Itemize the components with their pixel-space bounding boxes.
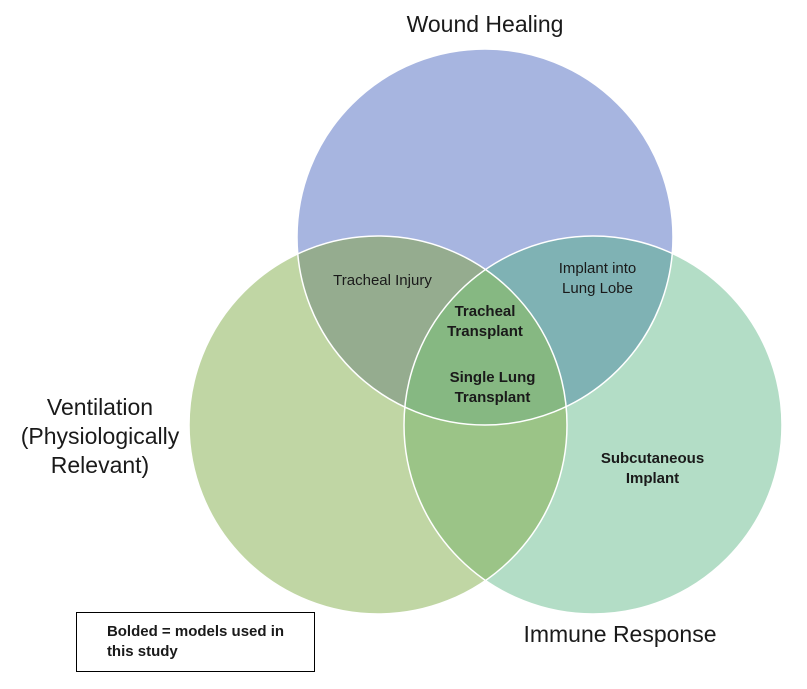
region-implant-into-lung-lobe: Implant into Lung Lobe [558, 260, 637, 297]
immune-response-label: Immune Response [523, 621, 717, 647]
legend-box: Bolded = models used in this study [76, 612, 315, 672]
overlap-all-three [404, 236, 567, 425]
region-single-lung-transplant: Single Lung Transplant [449, 369, 536, 406]
ventilation-label: Ventilation (Physiologically Relevant) [20, 394, 180, 478]
wound-healing-label: Wound Healing [406, 11, 564, 37]
ventilation-outline [188, 235, 568, 615]
wound-healing-outline [296, 48, 674, 426]
region-subcutaneous-implant: Subcutaneous Implant [600, 450, 705, 487]
region-tracheal-transplant: Tracheal Transplant [447, 303, 523, 340]
immune-response-outline [403, 235, 783, 615]
legend-text: Bolded = models used in this study [106, 623, 285, 660]
region-tracheal-injury: Tracheal Injury [333, 272, 432, 289]
